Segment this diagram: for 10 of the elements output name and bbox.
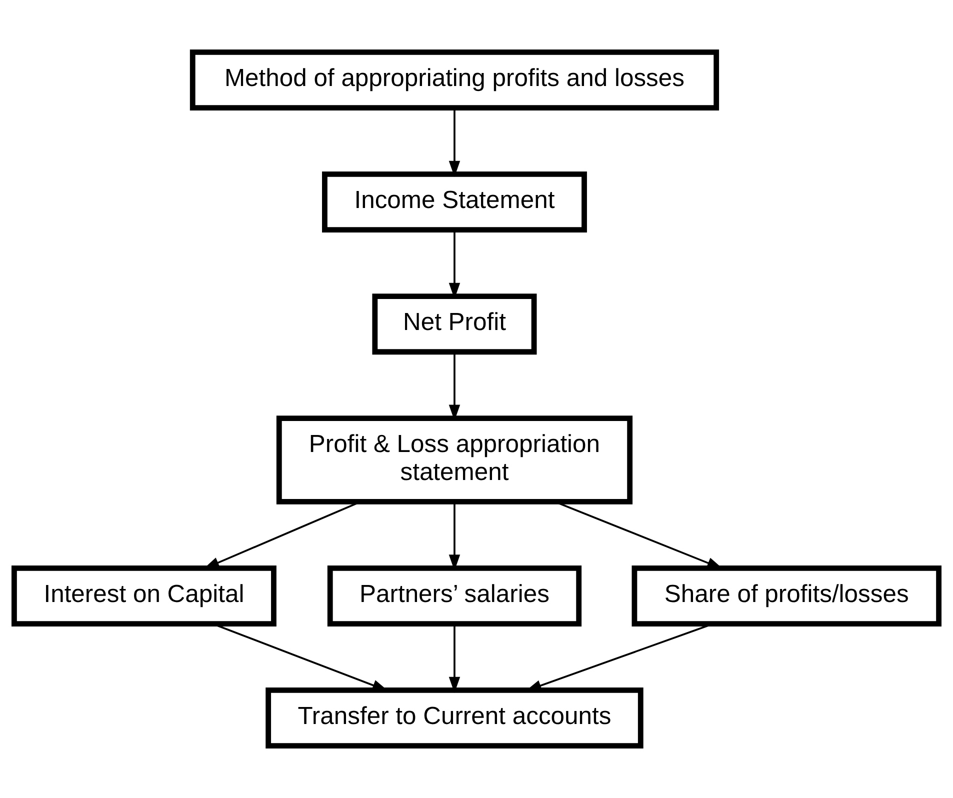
node-box: Method of appropriating profits and losses (190, 49, 720, 110)
node-box: Net Profit (372, 294, 537, 355)
arrow (448, 624, 460, 693)
node-box: Share of profits/losses (632, 565, 942, 626)
arrow (448, 108, 460, 177)
node-box: Interest on Capital (12, 565, 276, 626)
node-box: Transfer to Current accounts (266, 688, 644, 749)
node-box: Income Statement (322, 172, 587, 233)
node-box: Partners’ salaries (327, 565, 582, 626)
node-box: Profit & Loss appropriation statement (276, 416, 633, 504)
